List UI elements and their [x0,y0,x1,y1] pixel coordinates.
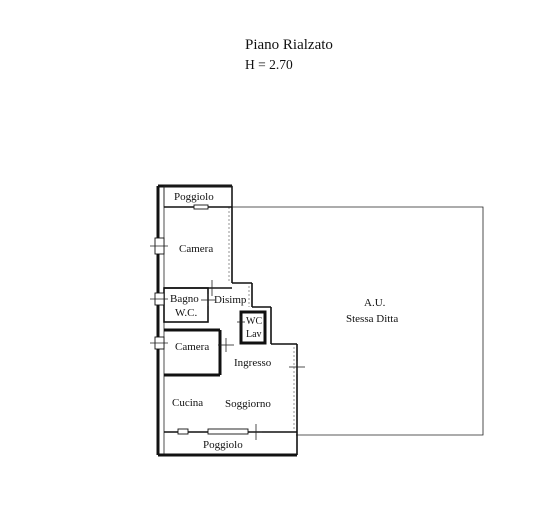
plan-title: Piano Rialzato [245,37,333,53]
adjacent-unit-outline [232,206,484,436]
cucina-label: Cucina [172,397,203,409]
poggiolo-top-area [163,185,233,210]
poggiolo-bottom-area [164,424,297,440]
disimp-label: Disimp [214,294,247,306]
door-camera-mid [218,338,234,352]
ingresso-label: Ingresso [234,357,272,369]
camera-top-label: Camera [179,243,213,255]
bagno-wc-label: W.C. [175,307,197,319]
poggiolo-top-label: Poggiolo [174,191,214,203]
adjacent-unit-owner: Stessa Ditta [346,313,398,325]
window-camera-top [150,237,168,255]
soggiorno-label: Soggiorno [225,398,271,410]
camera-mid-outline [164,328,222,377]
lav-label: Lav [246,329,262,340]
door-bagno [201,294,215,306]
window-camera-mid [150,336,168,350]
camera-mid-label: Camera [175,341,209,353]
wc-small-label: WC [246,316,262,327]
plan-height: H = 2.70 [245,57,293,72]
window-bagno [150,292,168,306]
poggiolo-bottom-label: Poggiolo [203,439,243,451]
door-wc-small [237,316,245,330]
adjacent-unit-code: A.U. [364,297,386,309]
bagno-label: Bagno [170,293,199,305]
outer-walls [156,184,298,457]
door-ingresso [289,361,305,374]
